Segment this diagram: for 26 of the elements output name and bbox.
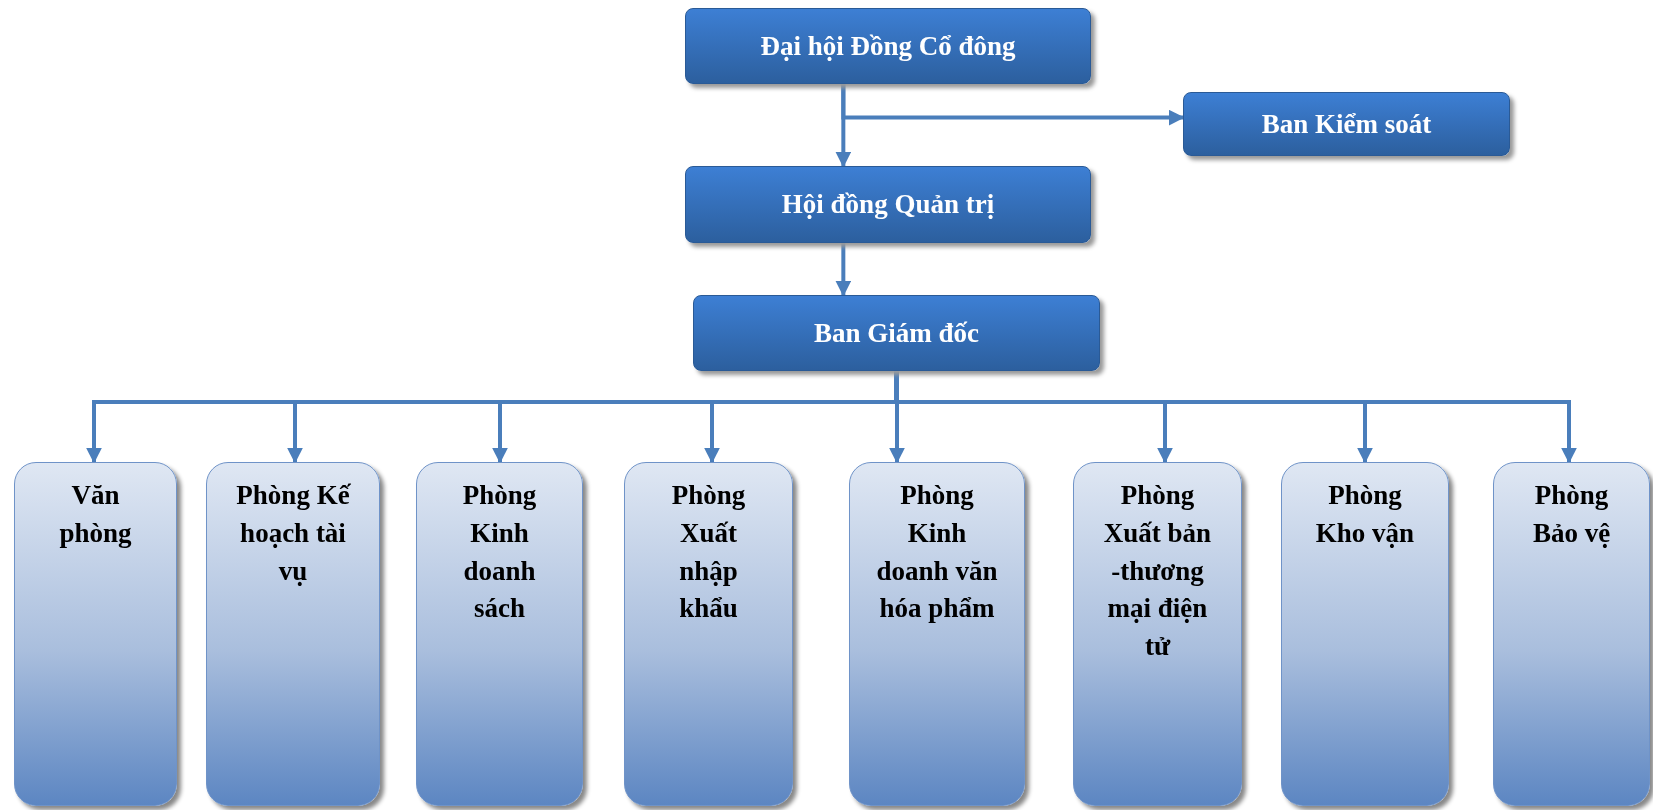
box-label: Ban Kiểm soát bbox=[1261, 108, 1432, 140]
department-box bbox=[416, 462, 583, 806]
box-label: Phòng Xuất nhập khẩu bbox=[670, 479, 747, 626]
department-box bbox=[624, 462, 793, 806]
box-label: Phòng Kinh doanh văn hóa phẩm bbox=[876, 479, 998, 626]
department-box bbox=[1073, 462, 1242, 806]
connector-arrow bbox=[835, 243, 852, 297]
box-label: Ban Giám đốc bbox=[814, 317, 979, 349]
department-box bbox=[14, 462, 177, 806]
box-label: Hội đồng Quản trị bbox=[781, 189, 995, 220]
box-label: Phòng Bảo vệ bbox=[1531, 479, 1612, 550]
box-label: Văn phòng bbox=[58, 479, 133, 550]
box-label: Phòng Xuất bản -thương mại điện tử bbox=[1102, 479, 1213, 664]
org-box bbox=[1183, 92, 1510, 156]
org-box bbox=[693, 295, 1100, 371]
box-label: Đại hội Đồng Cổ đông bbox=[760, 30, 1016, 62]
department-box bbox=[849, 462, 1025, 806]
box-label: Phòng Kế hoạch tài vụ bbox=[235, 479, 352, 588]
org-box bbox=[685, 8, 1091, 84]
box-label: Phòng Kho vận bbox=[1314, 479, 1416, 550]
box-label: Phòng Kinh doanh sách bbox=[461, 479, 538, 626]
connector-arrow bbox=[841, 84, 1185, 126]
department-box bbox=[1281, 462, 1449, 806]
org-box bbox=[685, 166, 1091, 243]
department-box bbox=[206, 462, 380, 806]
department-box bbox=[1493, 462, 1650, 806]
